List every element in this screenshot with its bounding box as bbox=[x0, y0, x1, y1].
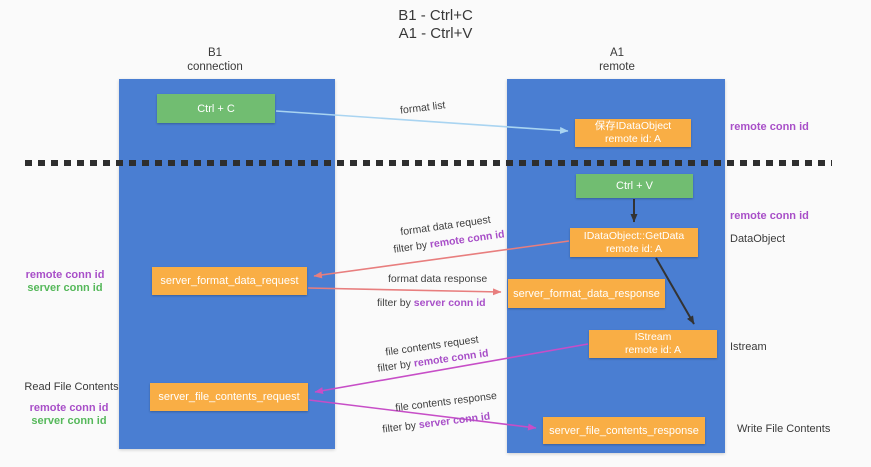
label-server-conn-id-left-mid: server conn id bbox=[27, 282, 103, 294]
filter-by-prefix: filter by bbox=[381, 419, 417, 436]
node-idataobject-getdata-line2: remote id: A bbox=[605, 242, 663, 255]
label-dataobject: DataObject bbox=[730, 233, 786, 245]
node-save-idataobject-line1: 保存IDataObject bbox=[594, 120, 672, 132]
node-server-format-data-response: server_format_data_response bbox=[508, 279, 665, 308]
filter-by-server-conn-id: server conn id bbox=[418, 410, 491, 432]
node-istream: IStream remote id: A bbox=[589, 330, 717, 358]
node-server-file-contents-request: server_file_contents_request bbox=[150, 383, 308, 411]
title-line-1: B1 - Ctrl+C bbox=[398, 7, 473, 24]
flow-label-format-data-response: format data response bbox=[388, 273, 488, 285]
node-server-file-contents-response-label: server_file_contents_response bbox=[549, 424, 699, 437]
flow-label-format-list: format list bbox=[399, 99, 447, 117]
label-remote-conn-id-left-mid: remote conn id bbox=[25, 269, 105, 281]
right-column-header: A1 remote bbox=[547, 46, 687, 74]
format-data-response-arrow bbox=[307, 287, 502, 296]
node-save-idataobject: 保存IDataObject remote id: A bbox=[575, 119, 691, 147]
right-column-subtitle: remote bbox=[599, 61, 635, 73]
label-write-file-contents: Write File Contents bbox=[737, 423, 831, 435]
right-column-name: A1 bbox=[609, 47, 625, 59]
diagram-title: B1 - Ctrl+C A1 - Ctrl+V bbox=[0, 7, 871, 43]
node-server-format-data-response-label: server_format_data_response bbox=[513, 287, 660, 300]
label-remote-conn-id-right-top: remote conn id bbox=[730, 121, 809, 133]
phase-separator-dashed-line bbox=[25, 160, 832, 166]
left-column-subtitle: connection bbox=[187, 61, 243, 73]
node-save-idataobject-line2: remote id: A bbox=[604, 133, 662, 145]
filter-by-server-conn-id: server conn id bbox=[413, 297, 486, 309]
filter-by-prefix: filter by bbox=[377, 297, 411, 309]
node-server-file-contents-response: server_file_contents_response bbox=[543, 417, 705, 444]
node-ctrl-c-label: Ctrl + C bbox=[197, 102, 235, 115]
left-column-name: B1 bbox=[207, 47, 223, 59]
node-idataobject-getdata-line1: IDataObject::GetData bbox=[583, 229, 685, 242]
title-line-2: A1 - Ctrl+V bbox=[398, 25, 473, 42]
filter-by-prefix: filter by bbox=[392, 239, 428, 256]
node-istream-line1: IStream bbox=[634, 331, 672, 343]
filter-by-prefix: filter by bbox=[376, 358, 412, 375]
node-server-format-data-request-label: server_format_data_request bbox=[160, 275, 299, 287]
label-remote-conn-id-right-mid: remote conn id bbox=[730, 210, 809, 222]
label-remote-conn-id-left-bottom: remote conn id bbox=[29, 402, 109, 414]
node-ctrl-c: Ctrl + C bbox=[157, 94, 275, 123]
flow-label-filter-by-server-1: filter by server conn id bbox=[377, 297, 486, 309]
node-ctrl-v: Ctrl + V bbox=[576, 174, 693, 198]
label-read-file-contents: Read File Contents bbox=[24, 381, 119, 393]
flow-label-filter-by-server-2: filter by server conn id bbox=[382, 410, 491, 435]
node-server-format-data-request: server_format_data_request bbox=[152, 267, 307, 295]
left-column-header: B1 connection bbox=[145, 46, 285, 74]
node-server-file-contents-request-label: server_file_contents_request bbox=[158, 391, 300, 403]
node-ctrl-v-label: Ctrl + V bbox=[616, 180, 653, 192]
label-server-conn-id-left-bottom: server conn id bbox=[31, 415, 107, 427]
label-istream: Istream bbox=[730, 341, 767, 353]
node-istream-line2: remote id: A bbox=[624, 344, 682, 356]
node-idataobject-getdata: IDataObject::GetData remote id: A bbox=[570, 228, 698, 257]
